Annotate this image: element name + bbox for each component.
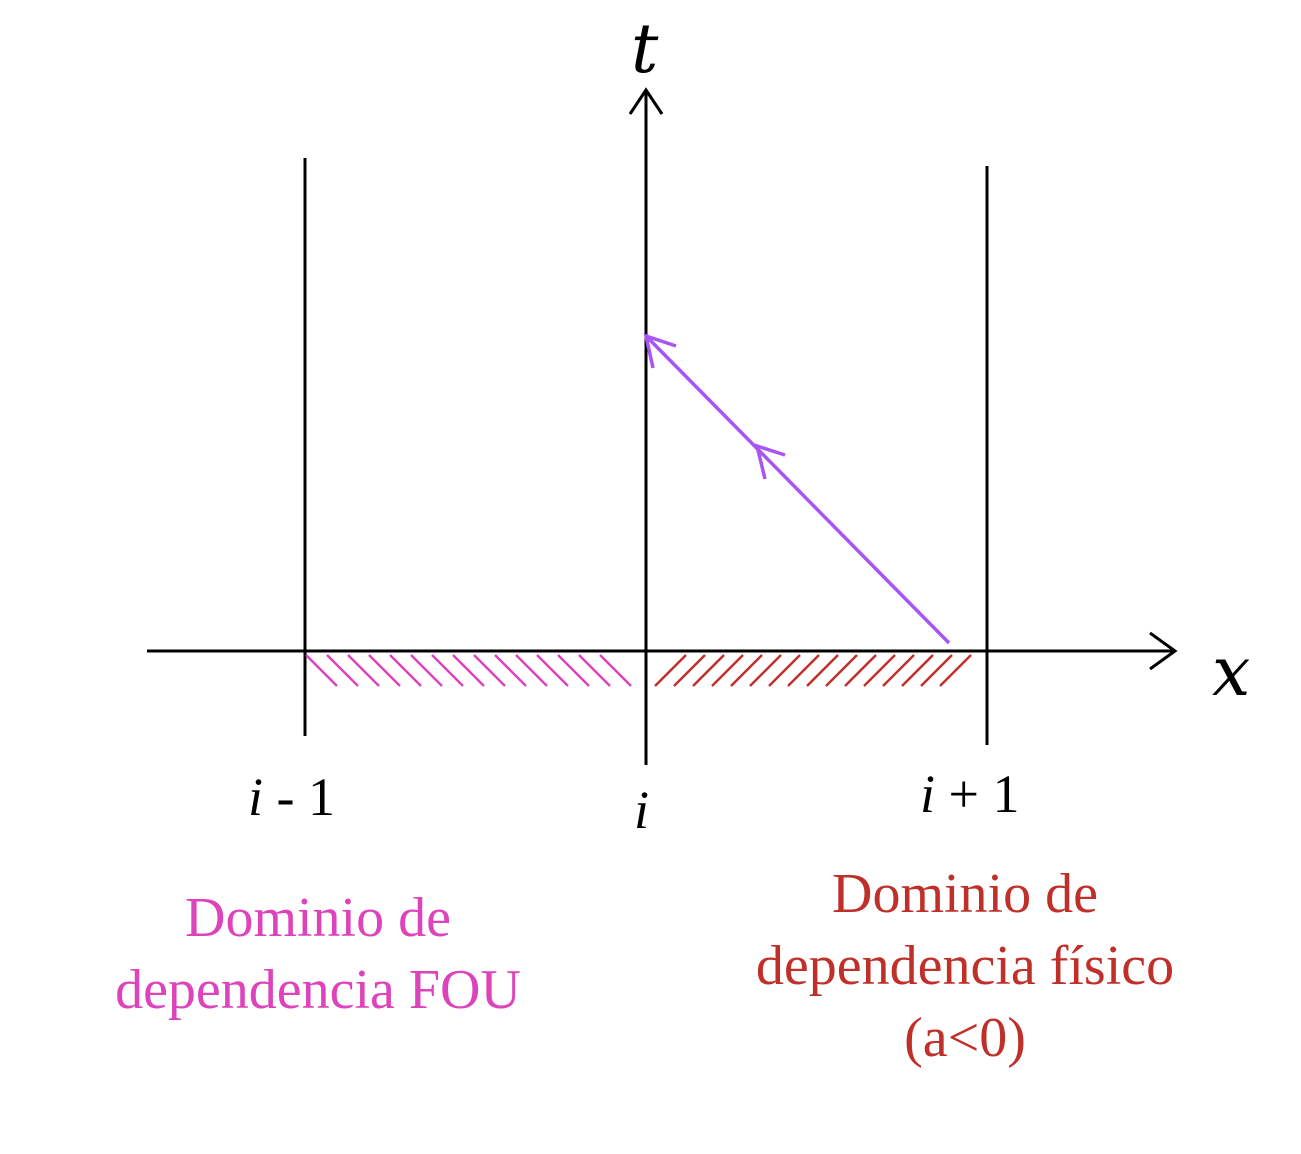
hatch-mark bbox=[431, 654, 464, 687]
tick-label-i-plus-1: i + 1 bbox=[920, 764, 1019, 824]
hatch-mark bbox=[882, 654, 915, 687]
hatch-mark bbox=[844, 654, 877, 687]
tick-label-i-minus-1: i - 1 bbox=[248, 767, 335, 827]
characteristic-arrowhead-mid bbox=[754, 443, 786, 480]
hatch-mark bbox=[557, 654, 590, 687]
hatch-physical-domain bbox=[654, 654, 972, 687]
characteristic-arrowhead-top bbox=[643, 333, 677, 369]
hatch-mark bbox=[806, 654, 839, 687]
hatch-mark bbox=[305, 654, 338, 687]
hatch-mark bbox=[473, 654, 506, 687]
hatch-mark bbox=[920, 654, 953, 687]
hatch-mark bbox=[452, 654, 485, 687]
caption-fisico-line2: dependencia físico bbox=[755, 935, 1175, 997]
hatch-mark bbox=[901, 654, 934, 687]
hatch-mark bbox=[673, 654, 706, 687]
hatch-mark bbox=[536, 654, 569, 687]
hatch-mark bbox=[863, 654, 896, 687]
hatch-mark bbox=[654, 654, 687, 687]
caption-fisico-line3: (a<0) bbox=[904, 1007, 1026, 1069]
x-axis-arrowhead bbox=[1149, 631, 1178, 671]
t-axis-arrowhead bbox=[628, 87, 664, 115]
t-axis-label: t bbox=[631, 10, 659, 89]
hatch-mark bbox=[368, 654, 401, 687]
hatch-mark bbox=[599, 654, 632, 687]
hatch-mark bbox=[515, 654, 548, 687]
caption-fisico-line1: Dominio de bbox=[832, 863, 1098, 925]
tick-var: i bbox=[634, 780, 649, 840]
tick-var: i bbox=[248, 767, 263, 827]
hatch-mark bbox=[711, 654, 744, 687]
hatch-mark bbox=[326, 654, 359, 687]
hatch-mark bbox=[787, 654, 820, 687]
tick-var: i bbox=[920, 764, 935, 824]
hatch-mark bbox=[768, 654, 801, 687]
hatch-mark bbox=[410, 654, 443, 687]
hatch-mark bbox=[578, 654, 611, 687]
hatch-mark bbox=[347, 654, 380, 687]
x-axis-label: x bbox=[1212, 633, 1250, 712]
caption-fou-domain: Dominio de dependencia FOU bbox=[68, 882, 568, 1026]
hatch-mark bbox=[389, 654, 422, 687]
hatch-mark bbox=[730, 654, 763, 687]
hatch-mark bbox=[692, 654, 725, 687]
caption-fou-line2: dependencia FOU bbox=[115, 959, 521, 1021]
hatch-mark bbox=[939, 654, 972, 687]
caption-fou-line1: Dominio de bbox=[185, 887, 451, 949]
characteristic-line bbox=[644, 334, 951, 645]
tick-offset: + 1 bbox=[935, 764, 1019, 824]
hatch-mark bbox=[825, 654, 858, 687]
caption-physical-domain: Dominio de dependencia físico (a<0) bbox=[700, 858, 1230, 1074]
hatch-mark bbox=[494, 654, 527, 687]
hatch-mark bbox=[749, 654, 782, 687]
tick-offset: - 1 bbox=[263, 767, 335, 827]
tick-label-i: i bbox=[634, 780, 649, 840]
hatch-fou-domain bbox=[305, 654, 632, 687]
